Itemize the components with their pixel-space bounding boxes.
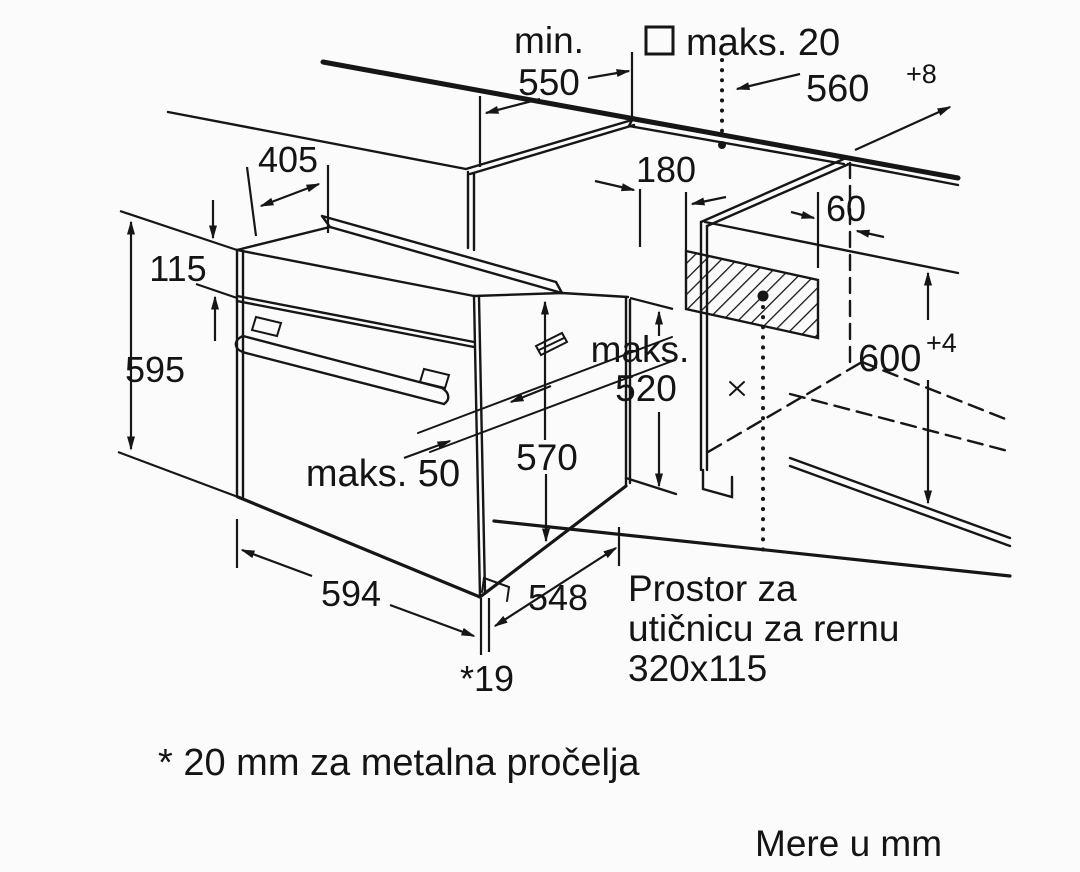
- socket-label-line2: utičnicu za rernu: [628, 608, 899, 649]
- dim-60: [790, 192, 885, 268]
- dim-min-550: [478, 52, 634, 167]
- dim-maks-50-label: maks. 50: [306, 453, 460, 495]
- dim-594: [235, 519, 483, 655]
- dim-594-value: 594: [321, 573, 381, 614]
- oven-side-vent: [534, 331, 569, 357]
- cabinet-base-edges: [492, 456, 1012, 578]
- dim-405: [245, 165, 330, 237]
- dim-595-value: 595: [125, 349, 185, 390]
- square-symbol-icon: [644, 25, 675, 56]
- socket-label-line3: 320x115: [628, 648, 767, 689]
- dim-560-value: 560: [806, 68, 869, 110]
- dim-548: [487, 527, 621, 652]
- dim-115-value: 115: [149, 248, 206, 289]
- socket-cutout-area: [684, 249, 820, 340]
- dim-maks-50: [403, 384, 552, 460]
- dim-560-tolerance: +8: [906, 59, 937, 89]
- oven-handle: [234, 315, 451, 406]
- dim-min-550-prefix: min.: [514, 20, 584, 61]
- dim-maks-20-label: maks. 20: [686, 22, 840, 64]
- dim-115: [195, 200, 238, 341]
- dim-60-value: 60: [826, 188, 866, 229]
- dim-maks-520-value: 520: [615, 368, 677, 409]
- dim-595: [117, 209, 239, 499]
- dim-maks-520-word: maks.: [591, 329, 690, 370]
- dim-405-value: 405: [258, 139, 318, 180]
- dim-180: [594, 179, 727, 250]
- reference-dotted-lines: [718, 58, 852, 558]
- dim-min-550-value: 550: [518, 62, 580, 103]
- dim-600-tolerance: +4: [926, 328, 957, 358]
- dim-maks-20: [644, 25, 675, 56]
- countertop-outline: [166, 59, 961, 252]
- footnote-metal-fronts: * 20 mm za metalna pročelja: [158, 742, 640, 784]
- socket-dot: [757, 290, 769, 302]
- dim-570-value: 570: [516, 437, 578, 478]
- dim-570: [541, 300, 550, 543]
- dim-180-value: 180: [636, 149, 696, 190]
- socket-hatch: [684, 249, 820, 340]
- dim-548-value: 548: [528, 577, 588, 618]
- niche-bottom-hidden-edges: [706, 360, 1010, 454]
- dim-600-value: 600: [858, 338, 921, 380]
- dim-19-value: *19: [460, 658, 514, 699]
- countertop-dot: [718, 141, 726, 149]
- socket-label-line1: Prostor za: [628, 568, 797, 609]
- dim-maks-520: [629, 296, 674, 488]
- units-note: Mere u mm: [755, 823, 942, 864]
- oven-body: [235, 214, 632, 602]
- dim-560: [735, 72, 952, 152]
